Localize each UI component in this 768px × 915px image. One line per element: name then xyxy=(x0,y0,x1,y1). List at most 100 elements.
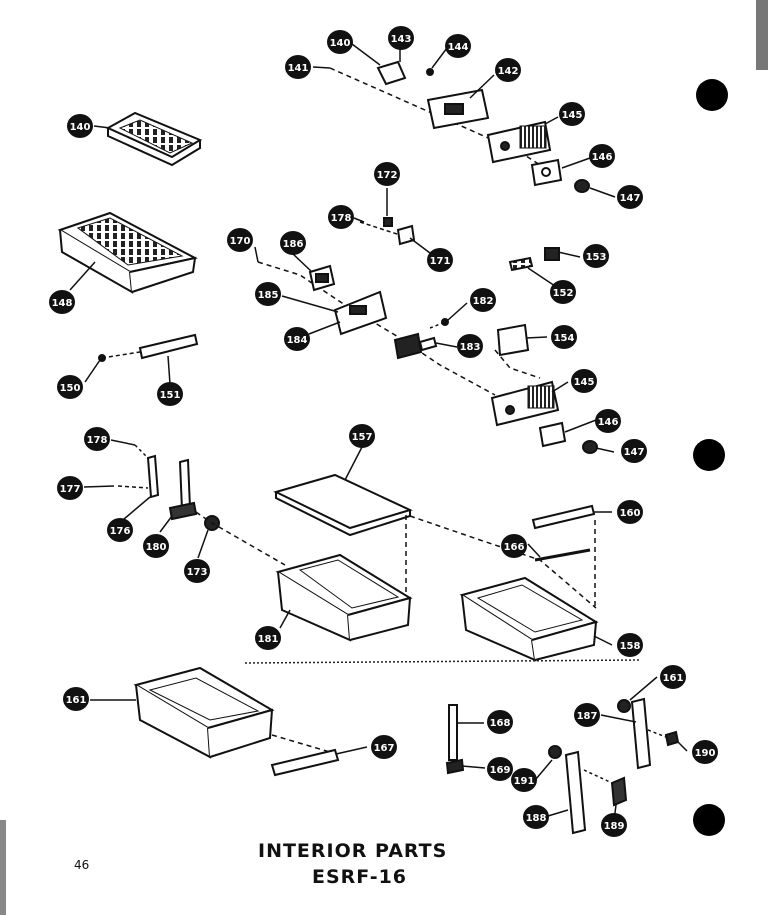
part-number-label: 161 xyxy=(66,695,87,706)
part-number-label: 181 xyxy=(258,634,279,645)
callout-p173: 173 xyxy=(184,559,210,583)
part-number-label: 140 xyxy=(330,38,351,49)
callout-p169: 169 xyxy=(487,757,513,781)
crisper-pan-158 xyxy=(459,504,599,662)
callout-p184: 184 xyxy=(284,327,310,351)
part-number-label: 187 xyxy=(577,711,598,722)
part-number-label: 178 xyxy=(331,213,352,224)
callout-p177: 177 xyxy=(57,476,83,500)
ice-tray-rack-148 xyxy=(57,211,198,294)
part-number-label: 147 xyxy=(620,193,641,204)
part-number-label: 170 xyxy=(230,236,251,247)
callout-p144: 144 xyxy=(445,34,471,58)
part-number-label: 141 xyxy=(288,63,309,74)
middle-control-assembly xyxy=(257,217,598,454)
callout-p152: 152 xyxy=(550,280,576,304)
callout-p180: 180 xyxy=(143,534,169,558)
part-number-label: 145 xyxy=(562,110,583,121)
part-number-label: 184 xyxy=(287,335,308,346)
part-number-label: 171 xyxy=(430,256,451,267)
part-number-label: 161 xyxy=(663,673,684,684)
callout-p157: 157 xyxy=(349,424,375,448)
shelf-retainer-151 xyxy=(98,333,199,362)
crisper-pan-181 xyxy=(275,553,413,642)
callout-p189: 189 xyxy=(601,813,627,837)
callout-p143: 143 xyxy=(388,26,414,50)
crisper-cover-157 xyxy=(273,473,597,609)
part-number-label: 190 xyxy=(695,748,716,759)
callout-leaders xyxy=(69,43,688,822)
part-number-label: 173 xyxy=(187,567,208,578)
callout-p191: 191 xyxy=(511,768,537,792)
part-number-label: 182 xyxy=(473,296,494,307)
callout-p145a: 145 xyxy=(559,102,585,126)
callout-p148: 148 xyxy=(49,290,75,314)
part-number-label: 143 xyxy=(391,34,412,45)
ice-tray-140 xyxy=(105,111,203,167)
part-number-label: 191 xyxy=(514,776,535,787)
part-number-label: 151 xyxy=(160,390,181,401)
part-number-label: 152 xyxy=(553,288,574,299)
callout-p167: 167 xyxy=(371,735,397,759)
callout-p166: 166 xyxy=(501,534,527,558)
part-number-label: 167 xyxy=(374,743,395,754)
part-number-label: 150 xyxy=(60,383,81,394)
callout-p183: 183 xyxy=(457,334,483,358)
part-number-label: 140 xyxy=(70,122,91,133)
callout-p158: 158 xyxy=(617,633,643,657)
callout-p147b: 147 xyxy=(621,439,647,463)
callout-p142: 142 xyxy=(495,58,521,82)
section-divider xyxy=(244,659,641,664)
part-number-label: 180 xyxy=(146,542,167,553)
callout-p161a: 161 xyxy=(63,687,89,711)
part-number-label: 178 xyxy=(87,435,108,446)
callout-p141: 141 xyxy=(285,55,311,79)
part-number-label: 186 xyxy=(283,239,304,250)
callout-p150: 150 xyxy=(57,375,83,399)
callout-p187: 187 xyxy=(574,703,600,727)
part-number-label: 183 xyxy=(460,342,481,353)
part-number-label: 168 xyxy=(490,718,511,729)
part-number-label: 166 xyxy=(504,542,525,553)
part-number-label: 153 xyxy=(586,252,607,263)
callout-p176: 176 xyxy=(107,518,133,542)
callout-p147a: 147 xyxy=(617,185,643,209)
page-number: 46 xyxy=(74,858,90,872)
callout-p140b: 140 xyxy=(67,114,93,138)
callout-p160: 160 xyxy=(617,500,643,524)
callout-p146b: 146 xyxy=(595,409,621,433)
part-number-label: 146 xyxy=(592,152,613,163)
top-control-assembly xyxy=(329,60,590,193)
callout-p181: 181 xyxy=(255,626,281,650)
part-number-label: 169 xyxy=(490,765,511,776)
callout-p154: 154 xyxy=(551,325,577,349)
callout-p185: 185 xyxy=(255,282,281,306)
callout-p161b: 161 xyxy=(660,665,686,689)
part-number-label: 185 xyxy=(258,290,279,301)
part-number-label: 147 xyxy=(624,447,645,458)
part-number-label: 189 xyxy=(604,821,625,832)
callout-p170: 170 xyxy=(227,228,253,252)
part-number-label: 146 xyxy=(598,417,619,428)
page-title: INTERIOR PARTS xyxy=(258,840,448,862)
callout-p151: 151 xyxy=(157,382,183,406)
part-number-label: 158 xyxy=(620,641,641,652)
callout-p182: 182 xyxy=(470,288,496,312)
part-number-label: 188 xyxy=(526,813,547,824)
callout-p178a: 178 xyxy=(328,205,354,229)
part-number-label: 160 xyxy=(620,508,641,519)
callout-p190: 190 xyxy=(692,740,718,764)
lower-rail-parts xyxy=(445,697,680,835)
callout-p171: 171 xyxy=(427,248,453,272)
part-number-label: 176 xyxy=(110,526,131,537)
part-number-label: 148 xyxy=(52,298,73,309)
part-number-label: 154 xyxy=(554,333,575,344)
callout-p145b: 145 xyxy=(571,369,597,393)
model-number: ESRF-16 xyxy=(312,866,408,888)
callout-p178b: 178 xyxy=(84,427,110,451)
part-number-label: 145 xyxy=(574,377,595,388)
callout-p186: 186 xyxy=(280,231,306,255)
